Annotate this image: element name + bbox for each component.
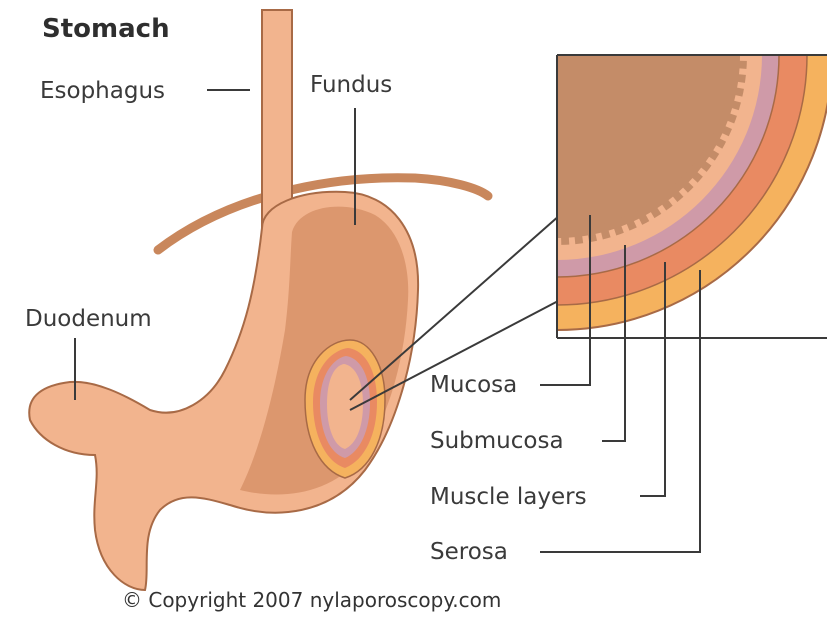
copyright-notice: © Copyright 2007 nylaporoscopy.com — [122, 590, 501, 610]
duodenum-label: Duodenum — [25, 308, 152, 331]
esophagus-shape — [262, 10, 292, 232]
mucosa-label: Mucosa — [430, 374, 517, 397]
page-title: Stomach — [42, 16, 170, 42]
serosa-label: Serosa — [430, 541, 508, 564]
esophagus-label: Esophagus — [40, 80, 165, 103]
submucosa-label: Submucosa — [430, 430, 564, 453]
fundus-label: Fundus — [310, 74, 392, 97]
muscle-layers-label: Muscle layers — [430, 486, 587, 509]
